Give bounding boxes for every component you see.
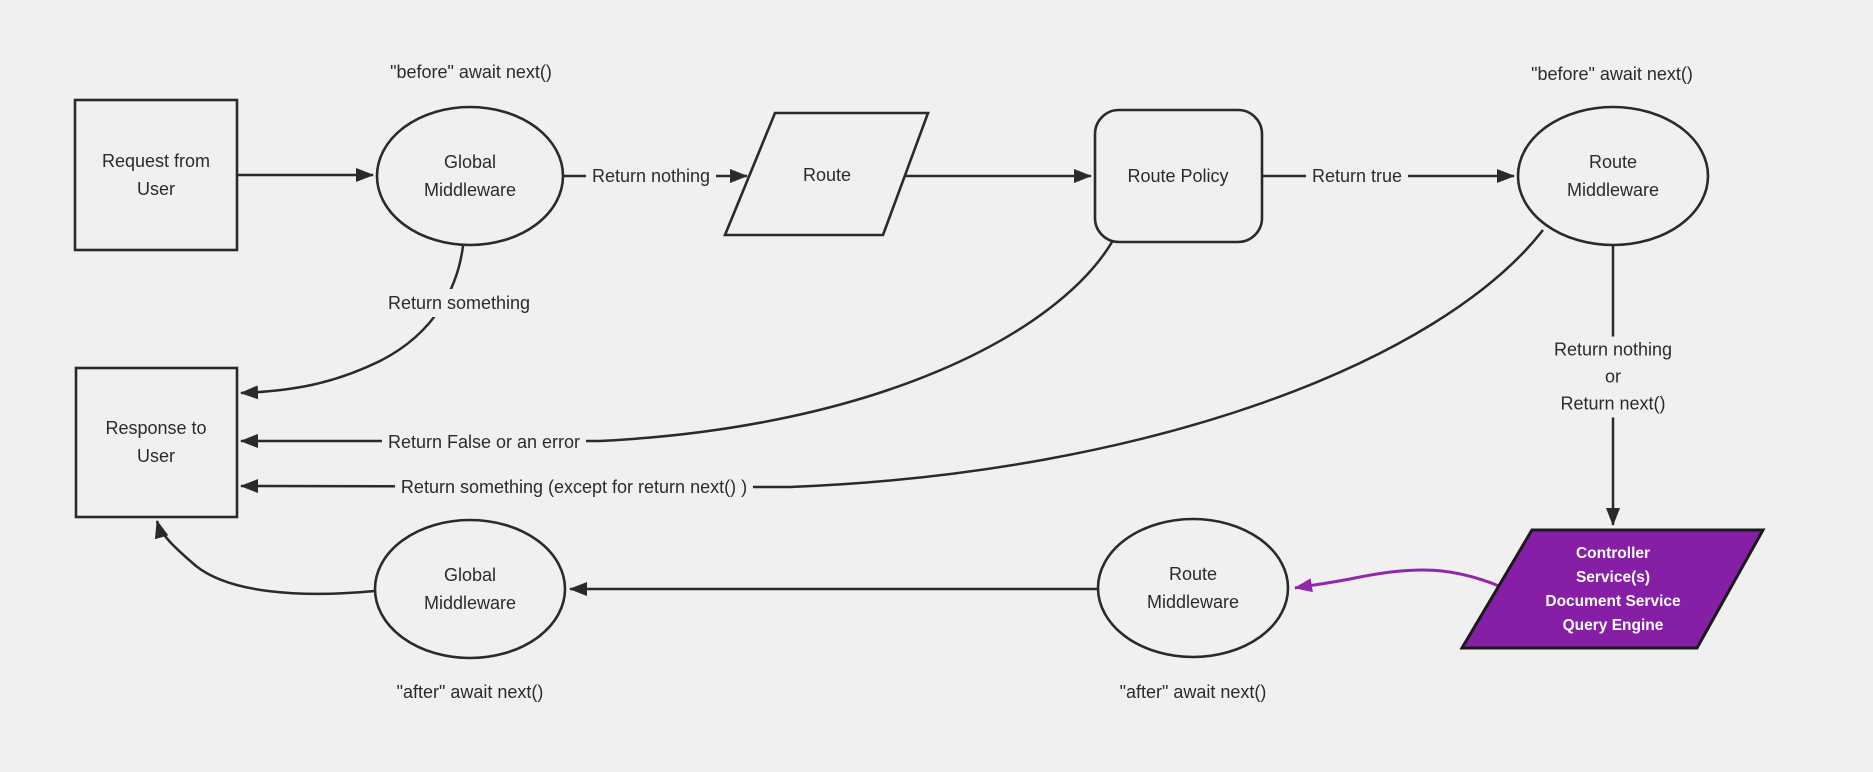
route-middleware-bottom-node	[1096, 517, 1290, 659]
edge-global-middleware-to-response	[240, 245, 465, 400]
controller-services-node	[1459, 528, 1766, 650]
request-node	[73, 98, 239, 252]
global-middleware-bottom-node	[373, 518, 567, 660]
edge-route-policy-to-response	[240, 241, 1114, 448]
edge-route-middleware-to-response	[240, 229, 1544, 494]
edge-global-middleware-to-response-bottom	[154, 520, 376, 596]
route-middleware-top-node	[1516, 105, 1710, 247]
route-policy-node	[1093, 108, 1264, 244]
global-middleware-top-node	[375, 105, 565, 247]
response-node	[74, 366, 239, 519]
edge-controller-to-route-middleware	[1294, 568, 1500, 593]
route-node	[723, 111, 930, 237]
